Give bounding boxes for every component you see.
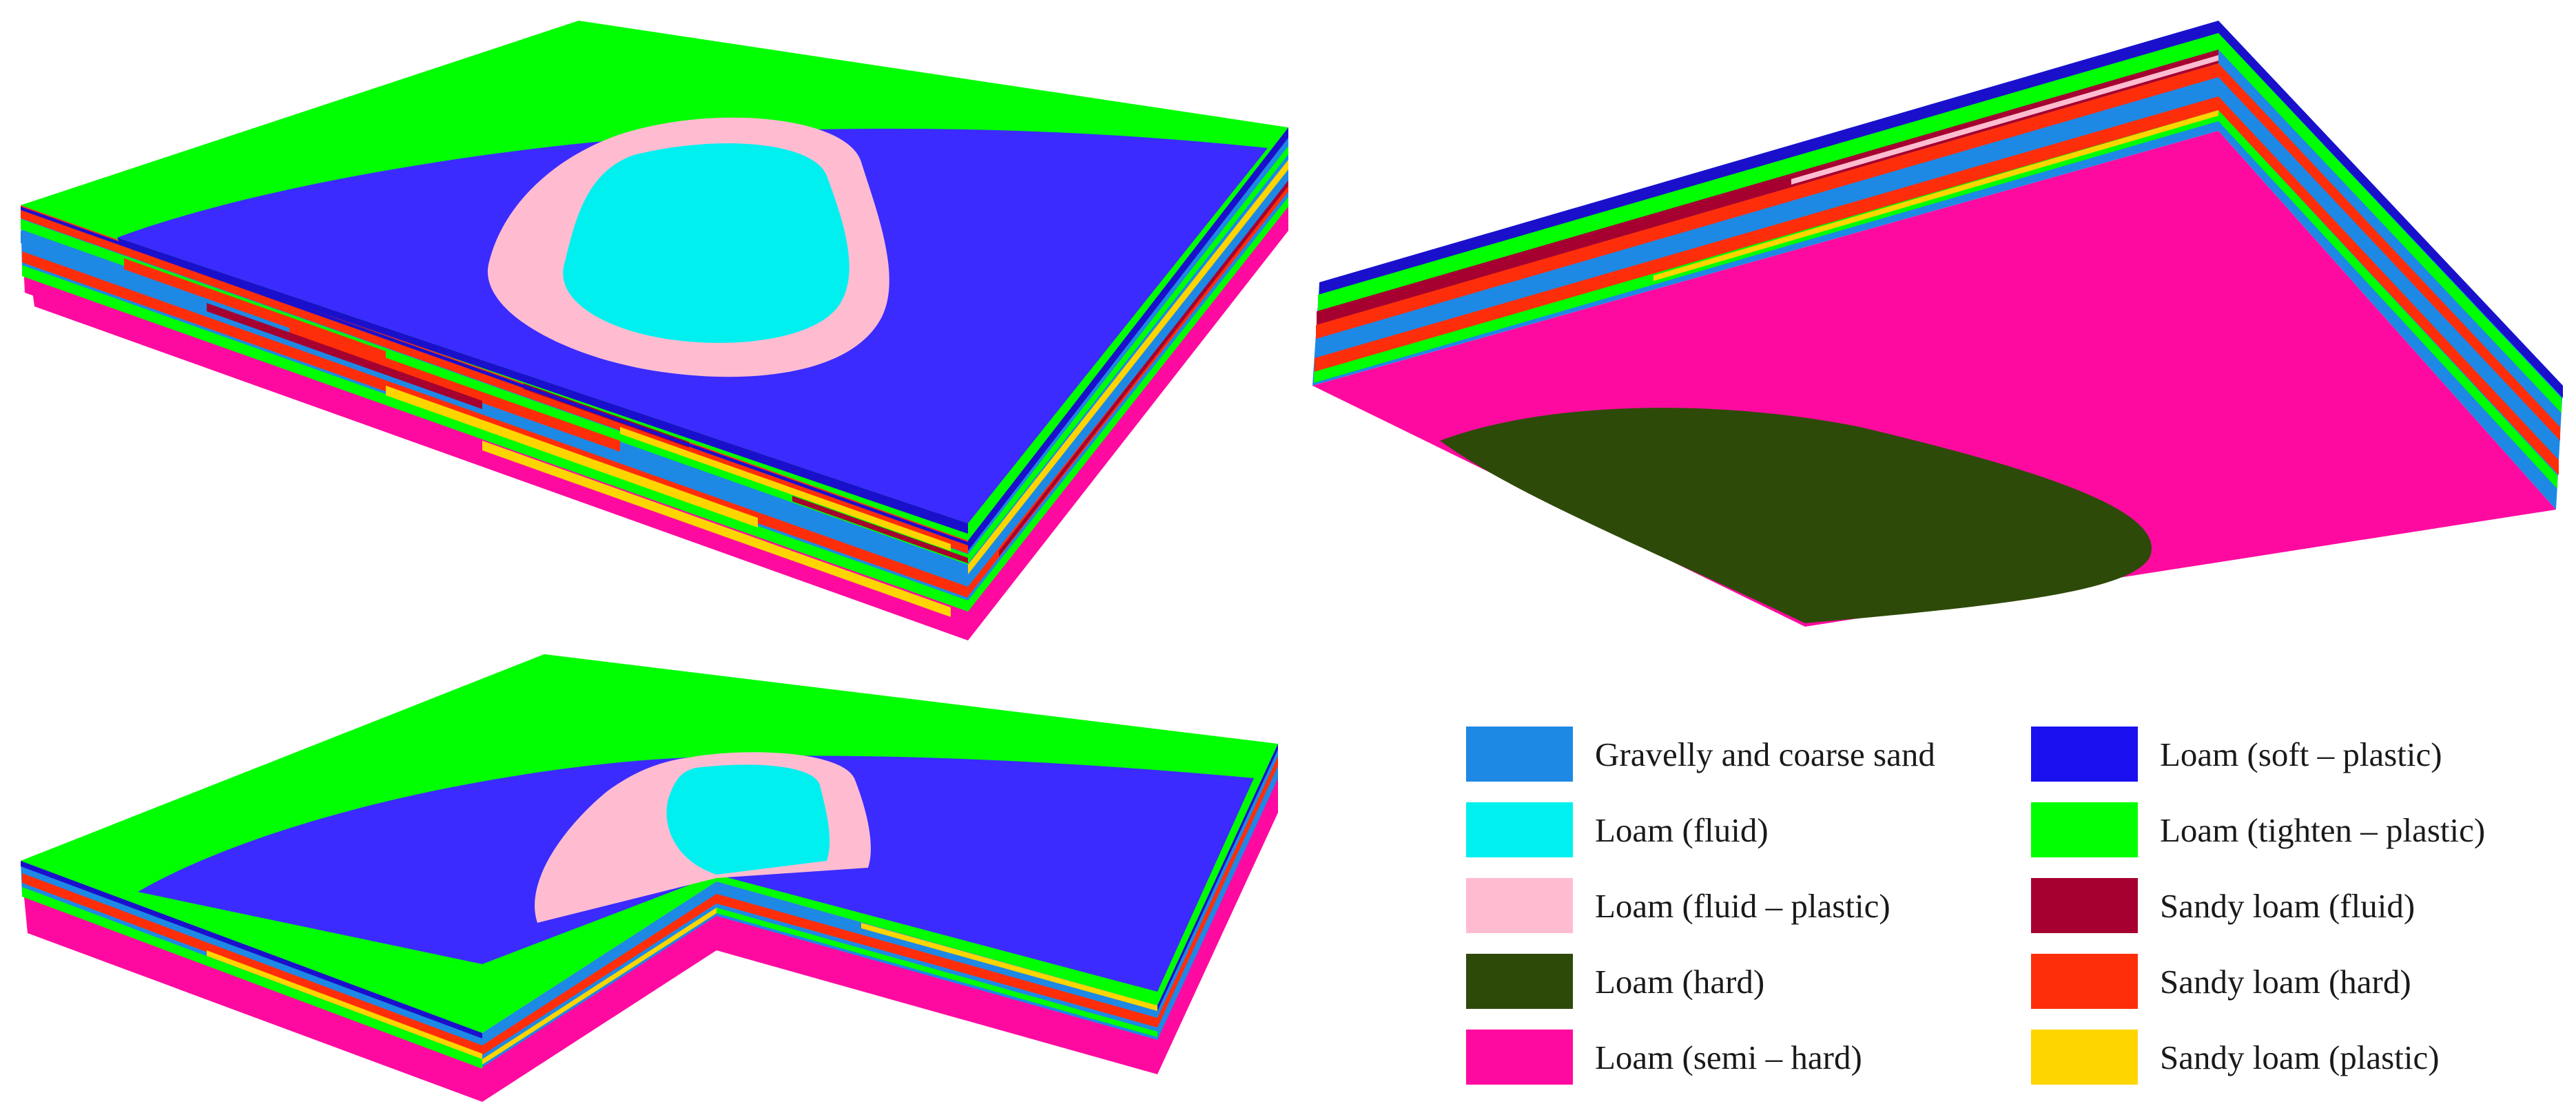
legend-label: Loam (hard): [1595, 962, 1765, 1001]
legend-swatch: [2031, 802, 2138, 857]
legend-swatch: [2031, 727, 2138, 782]
legend-item-loam-semi-hard: Loam (semi – hard): [1466, 1030, 1862, 1085]
legend-label: Loam (soft – plastic): [2160, 735, 2442, 773]
legend-label: Loam (semi – hard): [1595, 1038, 1862, 1076]
model-block-top-view: [21, 21, 1288, 640]
right-face-layers: [968, 127, 1288, 640]
legend-item-loam-tighten-plastic: Loam (tighten – plastic): [2031, 802, 2485, 857]
legend-item-sandy-loam-fluid: Sandy loam (fluid): [2031, 878, 2415, 933]
cutaway-top-surface: [21, 654, 1278, 1033]
legend-label: Gravelly and coarse sand: [1595, 735, 1935, 773]
bottom-surface: [1312, 131, 2556, 627]
legend-swatch: [2031, 1030, 2138, 1085]
legend-item-loam-soft-plastic: Loam (soft – plastic): [2031, 727, 2442, 782]
legend-label: Loam (fluid – plastic): [1595, 886, 1890, 925]
legend-swatch: [1466, 954, 1573, 1009]
top-surface: [21, 21, 1288, 541]
legend-item-loam-hard: Loam (hard): [1466, 954, 1764, 1009]
left-edge-layers: [1312, 21, 2218, 386]
front-face-layers: [21, 205, 968, 640]
cutaway-front-left-layers: [21, 861, 482, 1102]
legend-label: Sandy loam (hard): [2160, 962, 2411, 1001]
legend-label: Loam (fluid): [1595, 811, 1769, 849]
legend-swatch: [1466, 727, 1573, 782]
right-edge-layers: [2218, 21, 2563, 510]
model-block-cutaway-view: [21, 654, 1278, 1102]
legend-label: Sandy loam (fluid): [2160, 886, 2415, 925]
legend-label: Loam (tighten – plastic): [2160, 811, 2486, 849]
legend-swatch: [2031, 954, 2138, 1009]
legend-swatch: [1466, 802, 1573, 857]
legend-swatch: [1466, 878, 1573, 933]
legend-item-sandy-loam-hard: Sandy loam (hard): [2031, 954, 2411, 1009]
legend-item-loam-fluid-plastic: Loam (fluid – plastic): [1466, 878, 1890, 933]
cutaway-inner-layers: [482, 881, 1157, 1102]
legend-item-sandy-loam-plastic: Sandy loam (plastic): [2031, 1030, 2440, 1085]
legend-item-loam-fluid: Loam (fluid): [1466, 802, 1769, 857]
legend-swatch: [1466, 1030, 1573, 1085]
cutaway-right-layers: [1157, 744, 1278, 1074]
model-block-bottom-view: [1312, 21, 2563, 627]
legend: Gravelly and coarse sand Loam (fluid) Lo…: [1466, 727, 2568, 1098]
legend-label: Sandy loam (plastic): [2160, 1038, 2440, 1076]
legend-swatch: [2031, 878, 2138, 933]
legend-item-gravelly-coarse-sand: Gravelly and coarse sand: [1466, 727, 1935, 782]
